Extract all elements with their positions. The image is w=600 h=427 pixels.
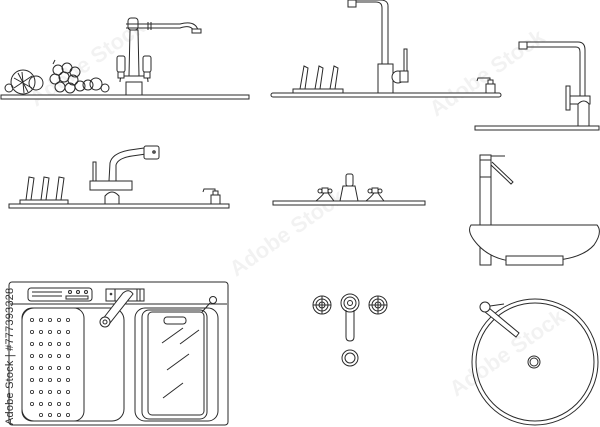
pull-out-faucet-icon <box>89 145 160 205</box>
right-handle-icon <box>368 295 388 315</box>
left-handle-icon <box>312 295 332 315</box>
knife-set-icon <box>19 176 69 205</box>
classic-bridge-faucet-elevation <box>0 17 250 100</box>
double-sink-plan <box>8 281 229 426</box>
fruit-icon <box>4 59 110 95</box>
knife-block-icon <box>292 65 344 94</box>
cutting-board-icon <box>147 311 205 416</box>
left-bowl <box>21 307 125 422</box>
pull-out-faucet-elevation <box>270 0 502 98</box>
tall-mixer-icon <box>479 154 514 266</box>
countertop <box>270 92 502 98</box>
tall-faucet-icon <box>347 0 409 94</box>
stock-watermark: Adobe Stock | #777393328 <box>4 287 16 425</box>
drain-icon <box>341 349 359 367</box>
countertop <box>8 203 230 209</box>
pull-down-faucet-elevation <box>8 145 230 209</box>
drainer-tray-icon <box>27 287 93 302</box>
soap-dispenser-icon <box>202 188 221 205</box>
drain-button-icon <box>201 296 217 313</box>
vessel-basin-elevation <box>469 154 600 266</box>
single-lever-faucet-side <box>474 41 600 131</box>
countertop <box>474 125 600 131</box>
spout-icon <box>340 293 360 342</box>
countertop <box>272 200 426 206</box>
basin-faucet-icon <box>479 301 520 338</box>
bridge-faucet-icon <box>116 17 202 96</box>
basin-mixer-icon <box>314 173 386 202</box>
round-basin-plan <box>471 298 599 426</box>
right-bowl <box>134 307 219 422</box>
three-hole-basin-faucet <box>272 173 426 206</box>
colander-icon <box>21 307 85 422</box>
wall-mixer-plan <box>312 293 388 367</box>
side-faucet-icon <box>518 41 591 127</box>
sink-faucet-icon <box>99 288 145 328</box>
soap-dispenser-icon <box>476 77 496 94</box>
vessel-basin-icon <box>469 224 600 266</box>
countertop <box>0 94 250 100</box>
